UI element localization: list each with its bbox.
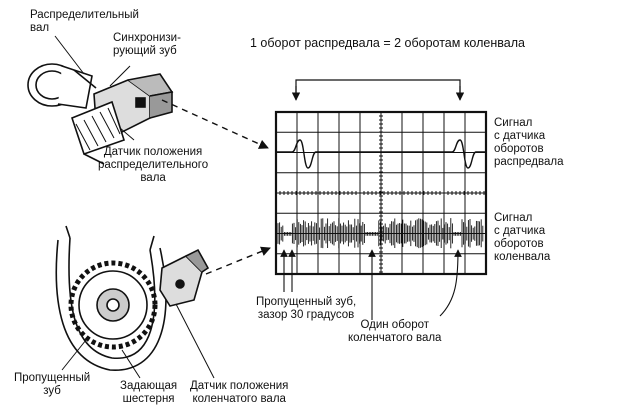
ratio-caption: 1 оборот распредвала = 2 оборотам коленв… [250,36,525,50]
camshaft-illustration [27,63,174,165]
camshaft-label: Распределительный вал [30,9,139,34]
oscilloscope-screen [274,110,488,276]
missing-gap-label: Пропущенный зуб, зазор 30 градусов [256,296,357,321]
crank-sensor-label: Датчик положения коленчатого вала [190,380,289,405]
crank-signal-label: Сигнал с датчика оборотов коленвала [494,212,551,263]
sync-tooth-label: Синхронизи- рующий зуб [113,32,181,57]
cam-signal-label: Сигнал с датчика оборотов распредвала [494,117,564,168]
crankshaft-illustration [55,225,210,371]
cam-signal-trace [276,139,486,169]
one-revolution-label: Один оборот коленчатого вала [348,319,442,344]
cam-sensor-label: Датчик положения распределительного вала [98,146,209,184]
drive-gear-label: Задающая шестерня [120,380,178,405]
crank-signal-trace [277,218,484,249]
missing-tooth-label: Пропущенный зуб [14,372,91,397]
